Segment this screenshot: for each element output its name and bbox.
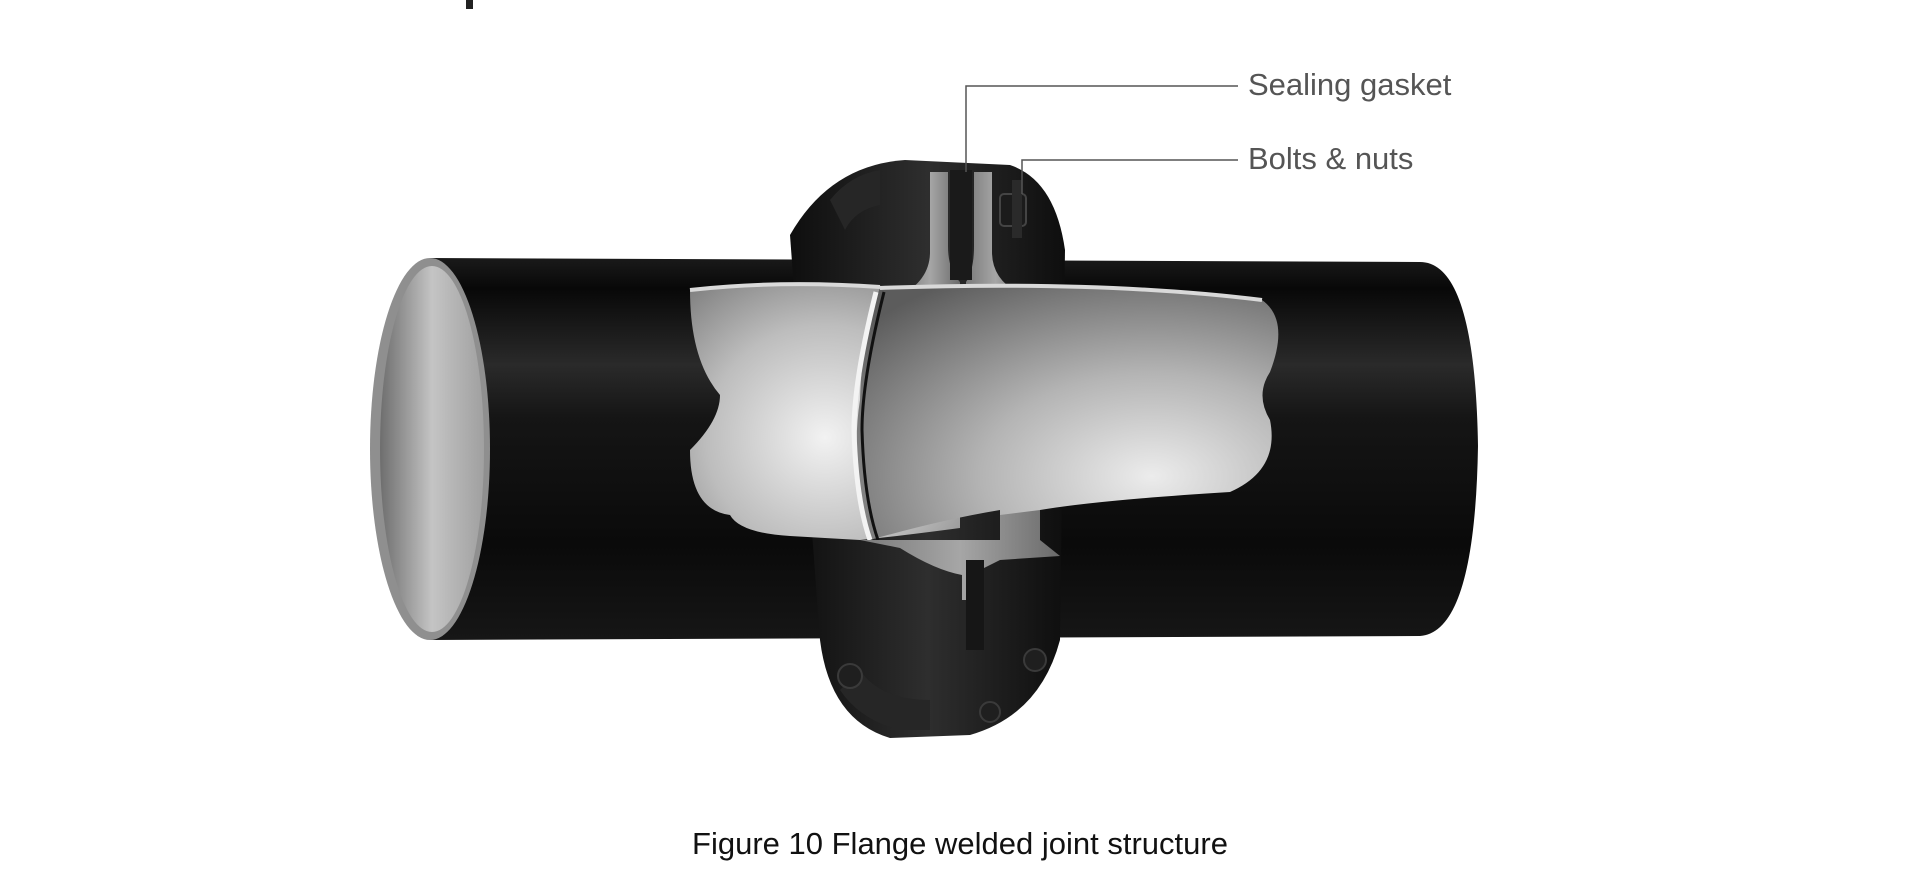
pipe-lining-cutaway	[689, 282, 1279, 541]
callout-leaders	[965, 85, 1238, 194]
flange-section-bottom	[860, 510, 1060, 650]
page-fragment-mark	[466, 0, 473, 9]
flange-section-top	[900, 170, 1027, 296]
callout-bolts-nuts: Bolts & nuts	[1248, 141, 1414, 176]
leader-bolts-nuts	[1021, 159, 1238, 194]
leader-sealing-gasket	[965, 85, 1238, 172]
callout-sealing-gasket: Sealing gasket	[1248, 67, 1452, 102]
figure-caption: Figure 10 Flange welded joint structure	[692, 826, 1228, 861]
